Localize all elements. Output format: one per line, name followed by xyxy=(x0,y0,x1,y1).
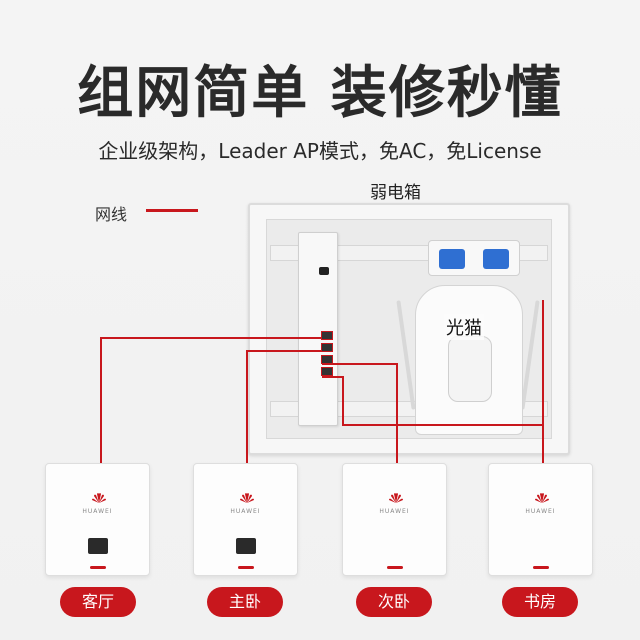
switch-port xyxy=(321,367,333,376)
cable-master-bedroom xyxy=(246,350,248,465)
cable-study xyxy=(342,424,544,426)
cable-study xyxy=(322,376,344,378)
power-outlet xyxy=(483,249,509,269)
panel-ap-second-bedroom: HUAWEI xyxy=(342,463,447,576)
ethernet-jack xyxy=(236,538,256,554)
room-label-living-room: 客厅 xyxy=(60,587,136,617)
power-outlet xyxy=(439,249,465,269)
cable-study xyxy=(542,300,544,426)
cable-master-bedroom xyxy=(246,350,322,352)
status-led xyxy=(238,566,254,569)
switch-port xyxy=(321,331,333,340)
legend-label: 网线 xyxy=(95,205,128,224)
cable-living-room xyxy=(100,337,102,465)
modem-front-panel xyxy=(448,336,492,402)
huawei-logo-icon xyxy=(389,493,403,503)
box-title: 弱电箱 xyxy=(370,183,421,203)
cable-study xyxy=(542,424,544,465)
legend-cable-swatch xyxy=(146,209,198,212)
cable-study xyxy=(342,376,344,426)
subline: 企业级架构，Leader AP模式，免AC，免License xyxy=(98,139,542,163)
room-label-study: 书房 xyxy=(502,587,578,617)
cable-second-bedroom xyxy=(322,363,398,365)
headline: 组网简单 装修秒懂 xyxy=(77,61,563,126)
panel-brand-text: HUAWEI xyxy=(230,508,261,515)
huawei-logo-icon xyxy=(92,493,106,503)
switch-power-port xyxy=(319,267,329,275)
panel-ap-master-bedroom: HUAWEI xyxy=(193,463,298,576)
room-label-master-bedroom: 主卧 xyxy=(207,587,283,617)
status-led xyxy=(387,566,403,569)
panel-ap-study: HUAWEI xyxy=(488,463,593,576)
power-outlet-strip xyxy=(428,240,520,276)
panel-brand-text: HUAWEI xyxy=(82,508,113,515)
panel-brand-text: HUAWEI xyxy=(525,508,556,515)
huawei-logo-icon xyxy=(240,493,254,503)
optical-modem xyxy=(415,285,523,435)
modem-label: 光猫 xyxy=(444,314,484,340)
status-led xyxy=(90,566,106,569)
ethernet-jack xyxy=(88,538,108,554)
switch-port xyxy=(321,343,333,352)
status-led xyxy=(533,566,549,569)
panel-brand-text: HUAWEI xyxy=(379,508,410,515)
room-label-second-bedroom: 次卧 xyxy=(356,587,432,617)
cable-second-bedroom xyxy=(396,363,398,465)
cable-living-room xyxy=(100,337,322,339)
huawei-logo-icon xyxy=(535,493,549,503)
network-switch xyxy=(298,232,338,426)
panel-ap-living-room: HUAWEI xyxy=(45,463,150,576)
